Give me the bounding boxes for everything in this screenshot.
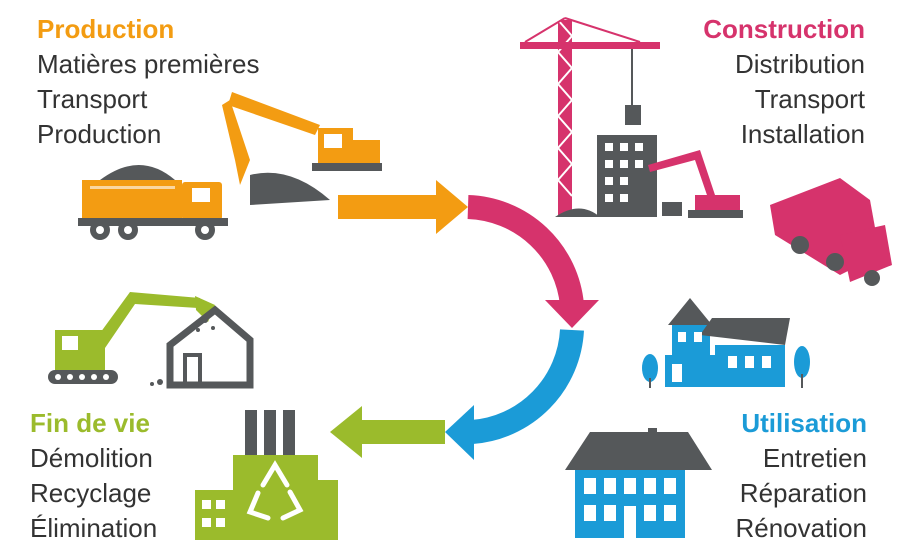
fin-de-vie-item: Élimination bbox=[30, 513, 158, 543]
arrow-utilisation bbox=[470, 329, 584, 444]
construction-item: Installation bbox=[740, 119, 865, 149]
production-title: Production bbox=[37, 14, 175, 44]
construction-title: Construction bbox=[703, 14, 865, 44]
fin-de-vie-block: Fin de vie Démolition Recyclage Éliminat… bbox=[30, 406, 157, 546]
excavator-icon bbox=[222, 92, 382, 205]
fin-de-vie-title: Fin de vie bbox=[30, 408, 150, 438]
fin-de-vie-item: Démolition bbox=[30, 443, 153, 473]
production-item: Production bbox=[37, 119, 162, 149]
construction-block: Construction Distribution Transport Inst… bbox=[703, 12, 865, 152]
dump-truck-icon bbox=[78, 165, 228, 240]
apartment-building-icon bbox=[565, 428, 712, 538]
arrow-construction bbox=[467, 195, 584, 307]
production-block: Production Matières premières Transport … bbox=[37, 12, 260, 152]
utilisation-item: Réparation bbox=[739, 478, 867, 508]
tanker-truck-icon bbox=[770, 178, 892, 286]
utilisation-title: Utilisation bbox=[741, 408, 867, 438]
ruined-house-icon bbox=[150, 305, 254, 389]
utilisation-item: Entretien bbox=[762, 443, 867, 473]
production-item: Transport bbox=[37, 84, 148, 114]
flow-arrows bbox=[330, 180, 599, 460]
recycle-symbol-icon bbox=[246, 460, 304, 521]
construction-item: Transport bbox=[754, 84, 865, 114]
production-item: Matières premières bbox=[37, 49, 260, 79]
utilisation-block: Utilisation Entretien Réparation Rénovat… bbox=[735, 406, 867, 546]
arrow-production bbox=[338, 195, 438, 219]
tower-crane-icon bbox=[520, 17, 660, 215]
house-icon bbox=[642, 298, 810, 388]
utilisation-item: Rénovation bbox=[735, 513, 867, 543]
building-icon bbox=[555, 135, 743, 218]
arrow-fin-de-vie bbox=[360, 420, 445, 444]
construction-item: Distribution bbox=[734, 49, 865, 79]
demolition-excavator-icon bbox=[48, 292, 215, 384]
fin-de-vie-item: Recyclage bbox=[30, 478, 152, 508]
recycling-factory-icon bbox=[195, 410, 338, 540]
